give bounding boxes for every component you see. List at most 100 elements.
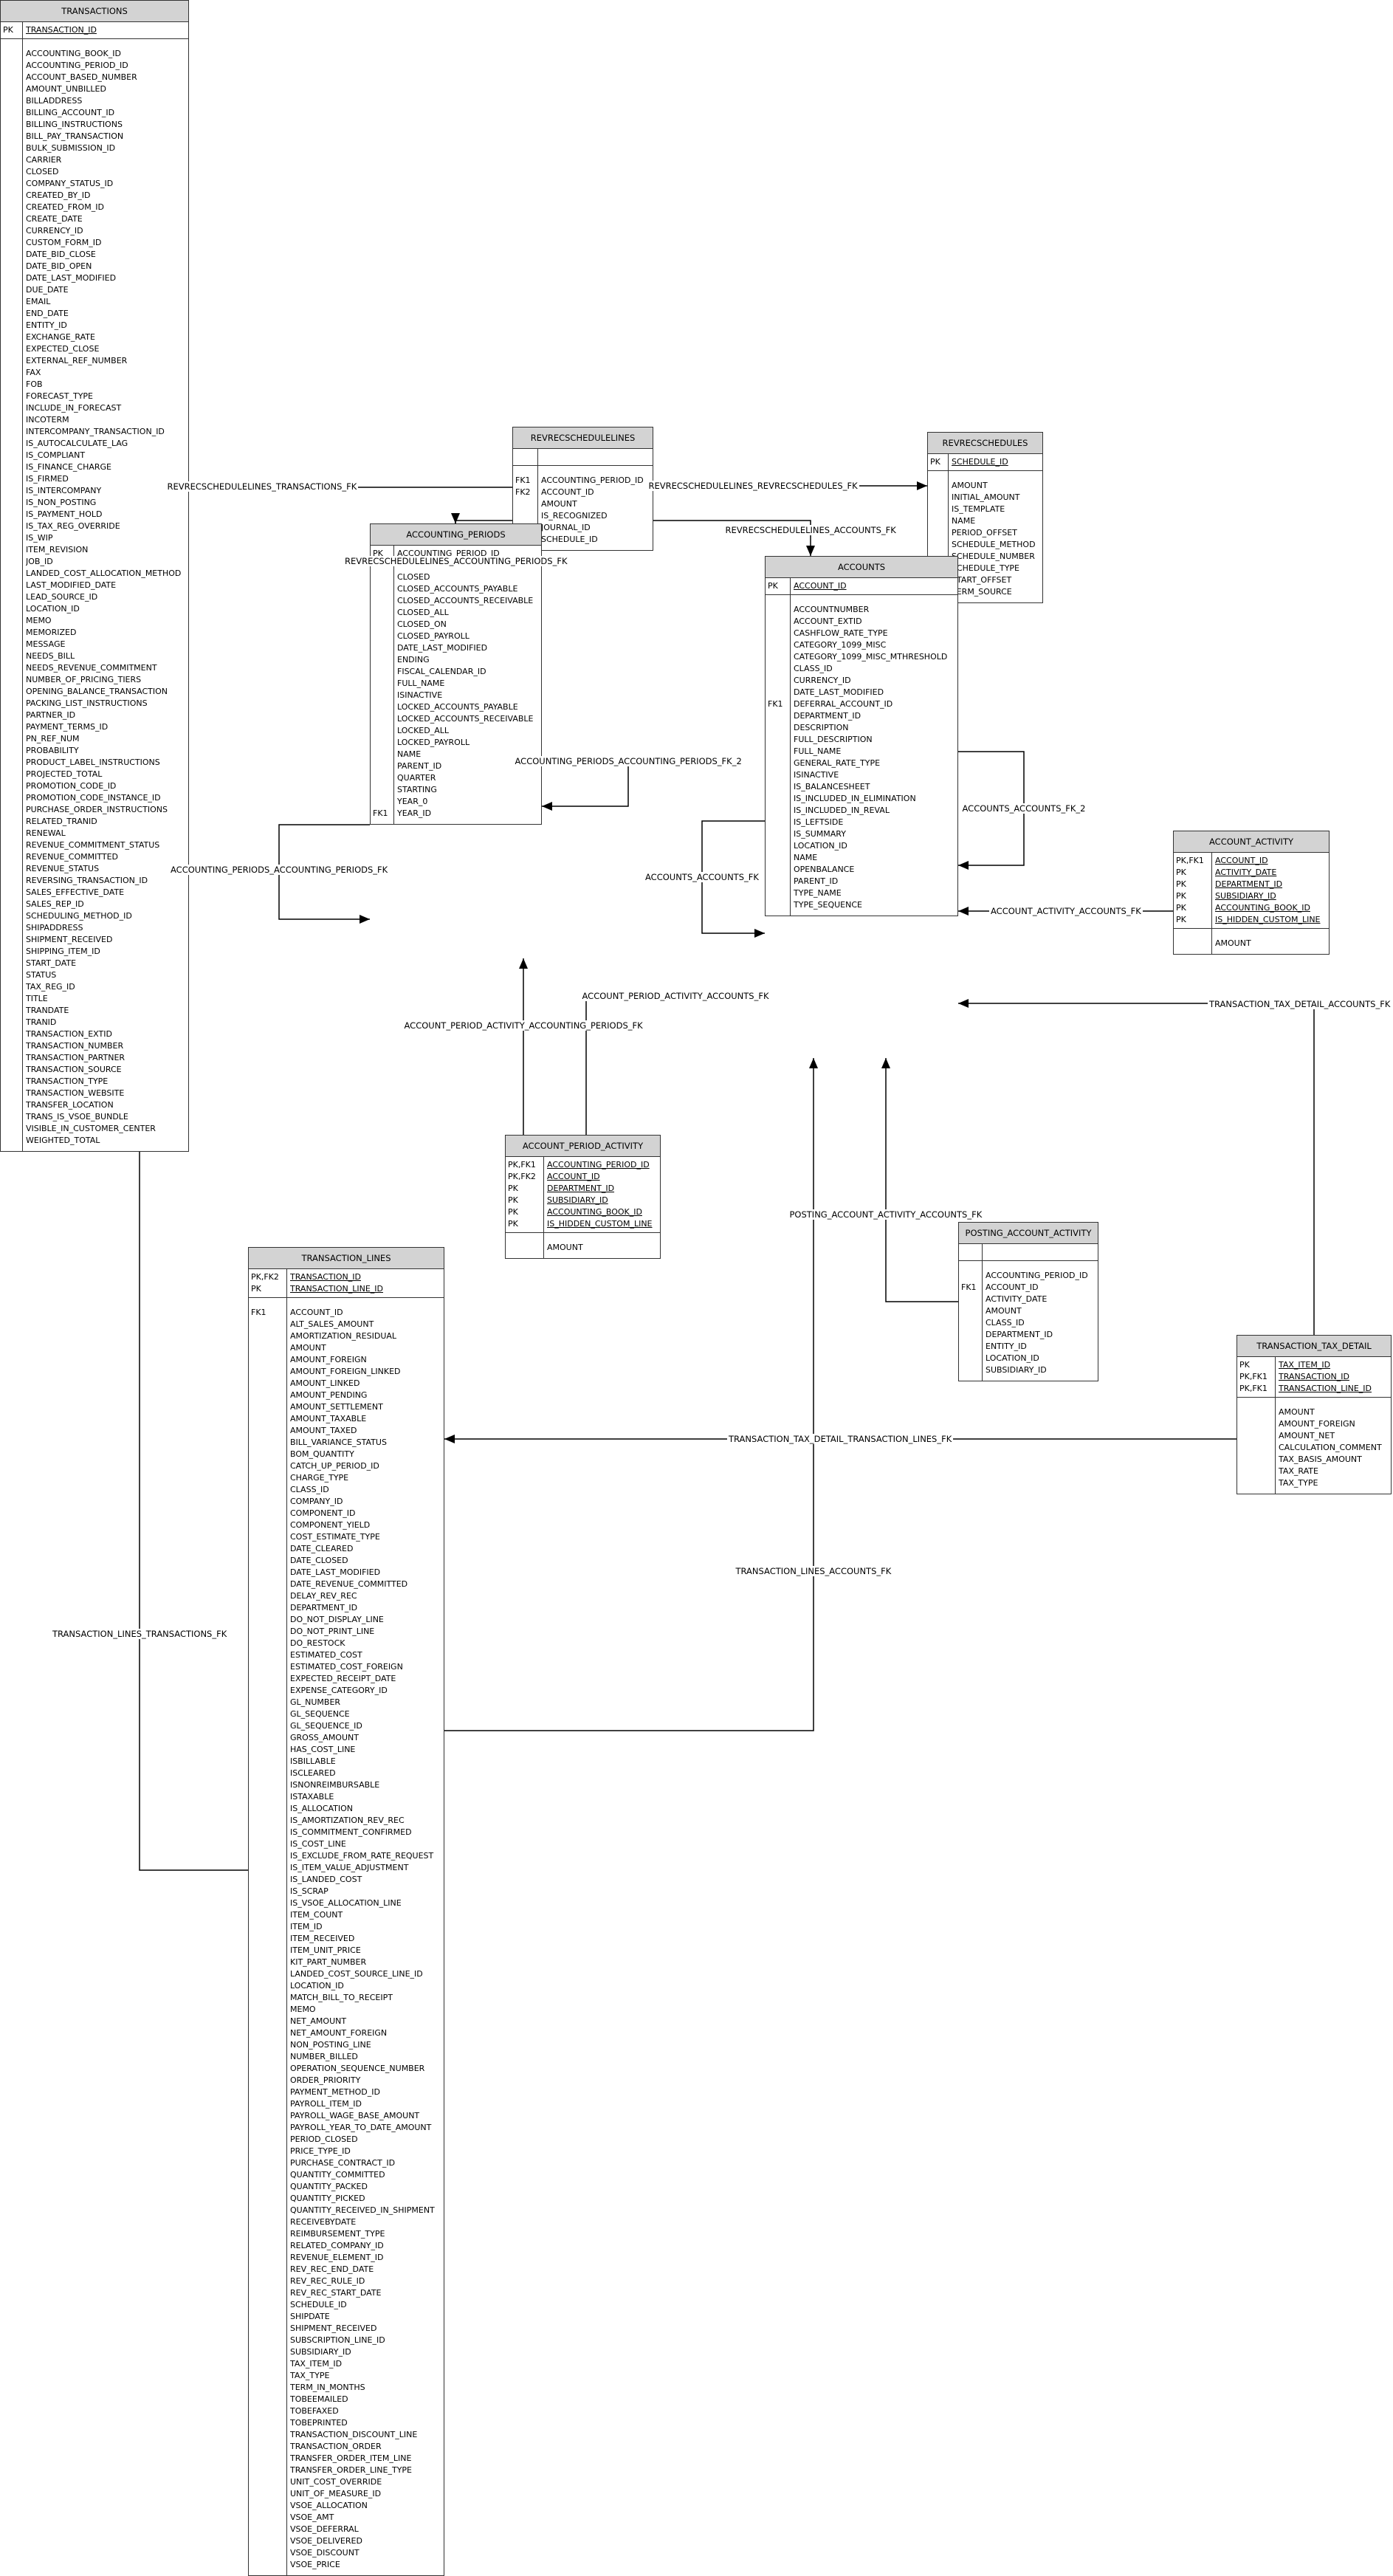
relationship-label: ACCOUNT_ACTIVITY_ACCOUNTS_FK	[989, 906, 1143, 916]
column-name: ENDING	[397, 655, 430, 664]
column-name: FORECAST_TYPE	[26, 391, 94, 401]
fk-label	[251, 2382, 286, 2394]
fk-label	[251, 1756, 286, 1768]
column-name: QUANTITY_COMMITTED	[290, 2170, 385, 2180]
relationship-label: REVRECSCHEDULELINES_REVRECSCHEDULES_FK	[647, 481, 859, 491]
fk-label	[251, 1484, 286, 1496]
column-name: BULK_SUBMISSION_ID	[26, 143, 116, 153]
fk-label	[251, 2146, 286, 2157]
column-name: TERM_SOURCE	[952, 587, 1012, 597]
fk-label	[768, 604, 790, 616]
column-name: AMOUNT	[290, 1343, 326, 1353]
fk-label	[251, 2500, 286, 2512]
entity-posting-account-activity[interactable]: POSTING_ACCOUNT_ACTIVITY FK1 ACCOUNTING_…	[958, 1222, 1098, 1381]
column-name: REVENUE_COMMITTED	[26, 852, 119, 862]
column-name: TAX_TYPE	[1279, 1478, 1318, 1488]
column-name: ACCOUNT_ID	[541, 487, 594, 497]
column-name: TYPE_SEQUENCE	[794, 900, 862, 910]
fk-label	[251, 2027, 286, 2039]
column-name: AMOUNT_FOREIGN_LINKED	[290, 1367, 401, 1376]
arrowhead	[958, 907, 969, 916]
column-name: COST_ESTIMATE_TYPE	[290, 1532, 380, 1542]
fk-label	[373, 713, 393, 725]
fk-label	[251, 1626, 286, 1638]
fk-label	[251, 1768, 286, 1779]
column-name: CLASS_ID	[986, 1318, 1025, 1328]
column-name: TRANSACTION_DISCOUNT_LINE	[290, 2430, 418, 2439]
fk-label	[251, 2193, 286, 2205]
column-name: COMPONENT_YIELD	[290, 1520, 371, 1530]
column-name: REVENUE_STATUS	[26, 864, 100, 873]
column-name: NET_AMOUNT_FOREIGN	[290, 2028, 388, 2038]
column-name: YEAR_0	[397, 797, 428, 806]
column-name: REIMBURSEMENT_TYPE	[290, 2229, 385, 2239]
entity-title: REVRECSCHEDULELINES	[513, 427, 653, 449]
empty-col	[541, 451, 653, 463]
fk-label	[251, 1862, 286, 1874]
column-name: TAX_TYPE	[290, 2371, 330, 2380]
column-name: GL_NUMBER	[290, 1697, 341, 1707]
fk-label	[251, 2405, 286, 2417]
fk-label	[251, 1720, 286, 1732]
column-name: ISCLEARED	[290, 1768, 336, 1778]
pk-label: PK	[1176, 868, 1186, 877]
column-name: QUARTER	[397, 773, 436, 783]
fk-label	[373, 642, 393, 654]
column-name: SUBSIDIARY_ID	[986, 1365, 1047, 1375]
column-name: ENTITY_ID	[26, 320, 67, 330]
fk-label	[961, 1364, 982, 1376]
fk-label	[251, 1957, 286, 1968]
fk-label	[768, 687, 790, 698]
column-name: SCHEDULE_ID	[290, 2300, 347, 2309]
column-name: COMPANY_ID	[290, 1497, 343, 1506]
key-column: PK	[928, 454, 949, 470]
fk-label	[251, 2465, 286, 2476]
column-name: CLASS_ID	[290, 1485, 329, 1494]
column-name: MEMORIZED	[26, 628, 77, 637]
column-name: IS_LEFTSIDE	[794, 817, 844, 827]
column-name: IS_TAX_REG_OVERRIDE	[26, 521, 120, 531]
fk-label	[251, 1638, 286, 1649]
column-name: FULL_DESCRIPTION	[794, 735, 873, 744]
key-column: PK	[1, 22, 23, 38]
pk-column: ACCOUNT_ID	[1215, 856, 1268, 865]
fk-label	[768, 734, 790, 746]
fk-label	[373, 690, 393, 701]
column-name: DATE_BID_OPEN	[26, 261, 92, 271]
fk-label	[251, 1437, 286, 1449]
fk-label	[961, 1270, 982, 1282]
column-name: AMOUNT	[952, 481, 988, 490]
column-name: IS_AMORTIZATION_REV_REC	[290, 1816, 405, 1825]
pk-column: ACCOUNTING_BOOK_ID	[547, 1207, 642, 1217]
column-name: IS_EXCLUDE_FROM_RATE_REQUEST	[290, 1851, 434, 1861]
key-column: PK	[766, 578, 791, 594]
column-name: START_OFFSET	[952, 575, 1012, 585]
fk-label	[251, 1815, 286, 1827]
fk-label	[768, 817, 790, 828]
fk-label	[251, 1673, 286, 1685]
column-name: DATE_CLEARED	[290, 1544, 354, 1553]
column-name: ENTITY_ID	[986, 1342, 1027, 1351]
column-name: START_DATE	[26, 958, 77, 968]
fk-label	[251, 2394, 286, 2405]
fk-label: FK1	[768, 699, 783, 709]
column-name: CLOSED_ACCOUNTS_RECEIVABLE	[397, 596, 534, 605]
column-name: IS_ITEM_VALUE_ADJUSTMENT	[290, 1863, 409, 1872]
pk-label: PK,FK1	[1239, 1372, 1268, 1381]
arrowhead	[809, 1058, 818, 1068]
column-name: CUSTOM_FORM_ID	[26, 238, 102, 247]
arrowhead	[519, 958, 528, 969]
fk-label	[251, 2134, 286, 2146]
